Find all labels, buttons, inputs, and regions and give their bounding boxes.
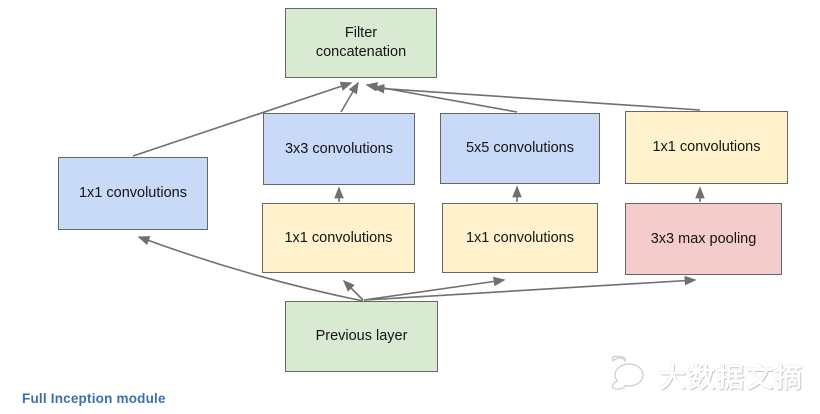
node-conv5x5: 5x5 convolutions <box>440 113 600 184</box>
node-label: 1x1 convolutions <box>78 185 187 202</box>
edge-previous-layer-to-conv1x1-mid-right <box>363 276 506 301</box>
edge-previous-layer-to-conv1x1-left <box>137 236 364 302</box>
node-maxpool3x3: 3x3 max pooling <box>625 203 782 275</box>
node-conv3x3: 3x3 convolutions <box>263 113 415 185</box>
node-conv1x1-right: 1x1 convolutions <box>625 111 788 184</box>
node-conv1x1-left: 1x1 convolutions <box>58 157 208 230</box>
edge-previous-layer-to-maxpool3x3 <box>364 275 697 301</box>
node-label: Filter concatenation <box>315 25 407 60</box>
edge-conv1x1-left-to-filter-concat <box>132 81 353 157</box>
node-label: 3x3 convolutions <box>284 140 393 157</box>
node-conv1x1-mid-left: 1x1 convolutions <box>262 203 415 273</box>
node-label: 1x1 convolutions <box>652 139 761 156</box>
node-label: 5x5 convolutions <box>465 140 574 157</box>
node-label: Previous layer <box>315 328 408 345</box>
node-previous-layer: Previous layer <box>285 301 438 372</box>
node-label: 1x1 convolutions <box>465 229 574 246</box>
node-conv1x1-mid-right: 1x1 convolutions <box>442 203 598 273</box>
whale-logo-icon <box>607 355 653 396</box>
node-label: 3x3 max pooling <box>650 230 757 247</box>
watermark-text: 大数据文摘 <box>659 363 804 393</box>
node-filter-concat: Filter concatenation <box>285 8 437 78</box>
edge-conv3x3-to-filter-concat <box>340 81 359 113</box>
watermark: 大数据文摘 <box>607 355 804 396</box>
node-label: 1x1 convolutions <box>284 229 393 246</box>
edge-conv1x1-right-to-filter-concat <box>372 83 701 111</box>
edge-previous-layer-to-conv1x1-mid-left <box>342 279 364 301</box>
diagram-caption: Full Inception module <box>22 391 166 406</box>
